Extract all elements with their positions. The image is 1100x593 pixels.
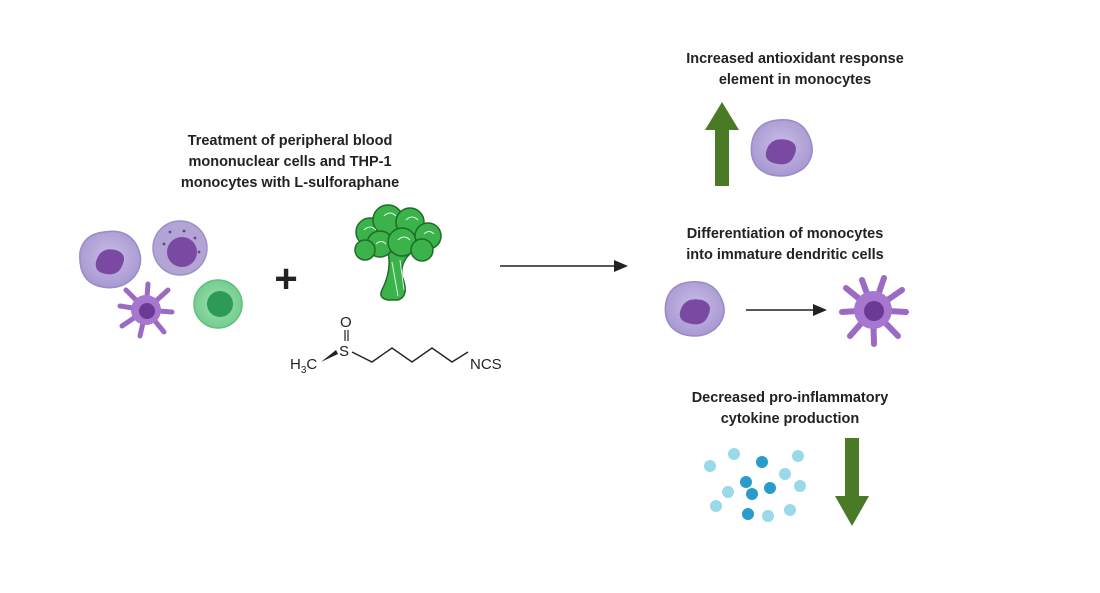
differentiation-arrow <box>746 304 827 316</box>
antioxidant-line-2: element in monocytes <box>718 72 872 88</box>
differentiation-line-2: into immature dendritic cells <box>686 247 884 263</box>
cytokine-caption: Decreased pro-inflammatory cytokine prod… <box>650 388 930 430</box>
lymphocyte-cell <box>193 279 243 329</box>
plus-symbol: + <box>274 257 297 301</box>
differentiation-line-1: Differentiation of monocytes <box>686 226 884 242</box>
molecule-ncs-label: NCS <box>470 356 502 373</box>
granulocyte-cell <box>152 220 208 276</box>
molecule-h3c-label: H3C <box>290 356 317 376</box>
wedge-bond <box>321 350 338 362</box>
cytokine-line-2: cytokine production <box>720 411 860 427</box>
dendritic-cell-right <box>839 275 909 347</box>
broccoli-icon <box>354 204 442 301</box>
treatment-line-2: mononuclear cells and THP-1 <box>188 154 392 170</box>
treatment-line-3: monocytes with L-sulforaphane <box>180 175 400 191</box>
antioxidant-line-1: Increased antioxidant response <box>686 51 904 67</box>
dendritic-cell-left <box>117 281 175 339</box>
differentiation-caption: Differentiation of monocytes into immatu… <box>640 224 930 266</box>
cytokine-dots <box>704 448 806 522</box>
antioxidant-caption: Increased antioxidant response element i… <box>640 49 950 91</box>
treatment-caption: Treatment of peripheral blood mononuclea… <box>140 131 440 194</box>
sulforaphane-molecule: H3C S O NCS <box>290 314 502 376</box>
treatment-line-1: Treatment of peripheral blood <box>187 133 393 149</box>
up-arrow-green <box>705 102 739 186</box>
molecule-sulfur-label: S <box>339 343 349 360</box>
molecule-oxygen-label: O <box>340 314 352 331</box>
monocyte-cell-left <box>79 230 142 289</box>
main-arrow <box>500 260 628 272</box>
carbon-chain <box>351 347 469 363</box>
monocyte-cell-top <box>750 119 813 177</box>
monocyte-cell-middle <box>664 281 725 337</box>
cytokine-line-1: Decreased pro-inflammatory <box>691 390 889 406</box>
down-arrow-green <box>835 438 869 526</box>
